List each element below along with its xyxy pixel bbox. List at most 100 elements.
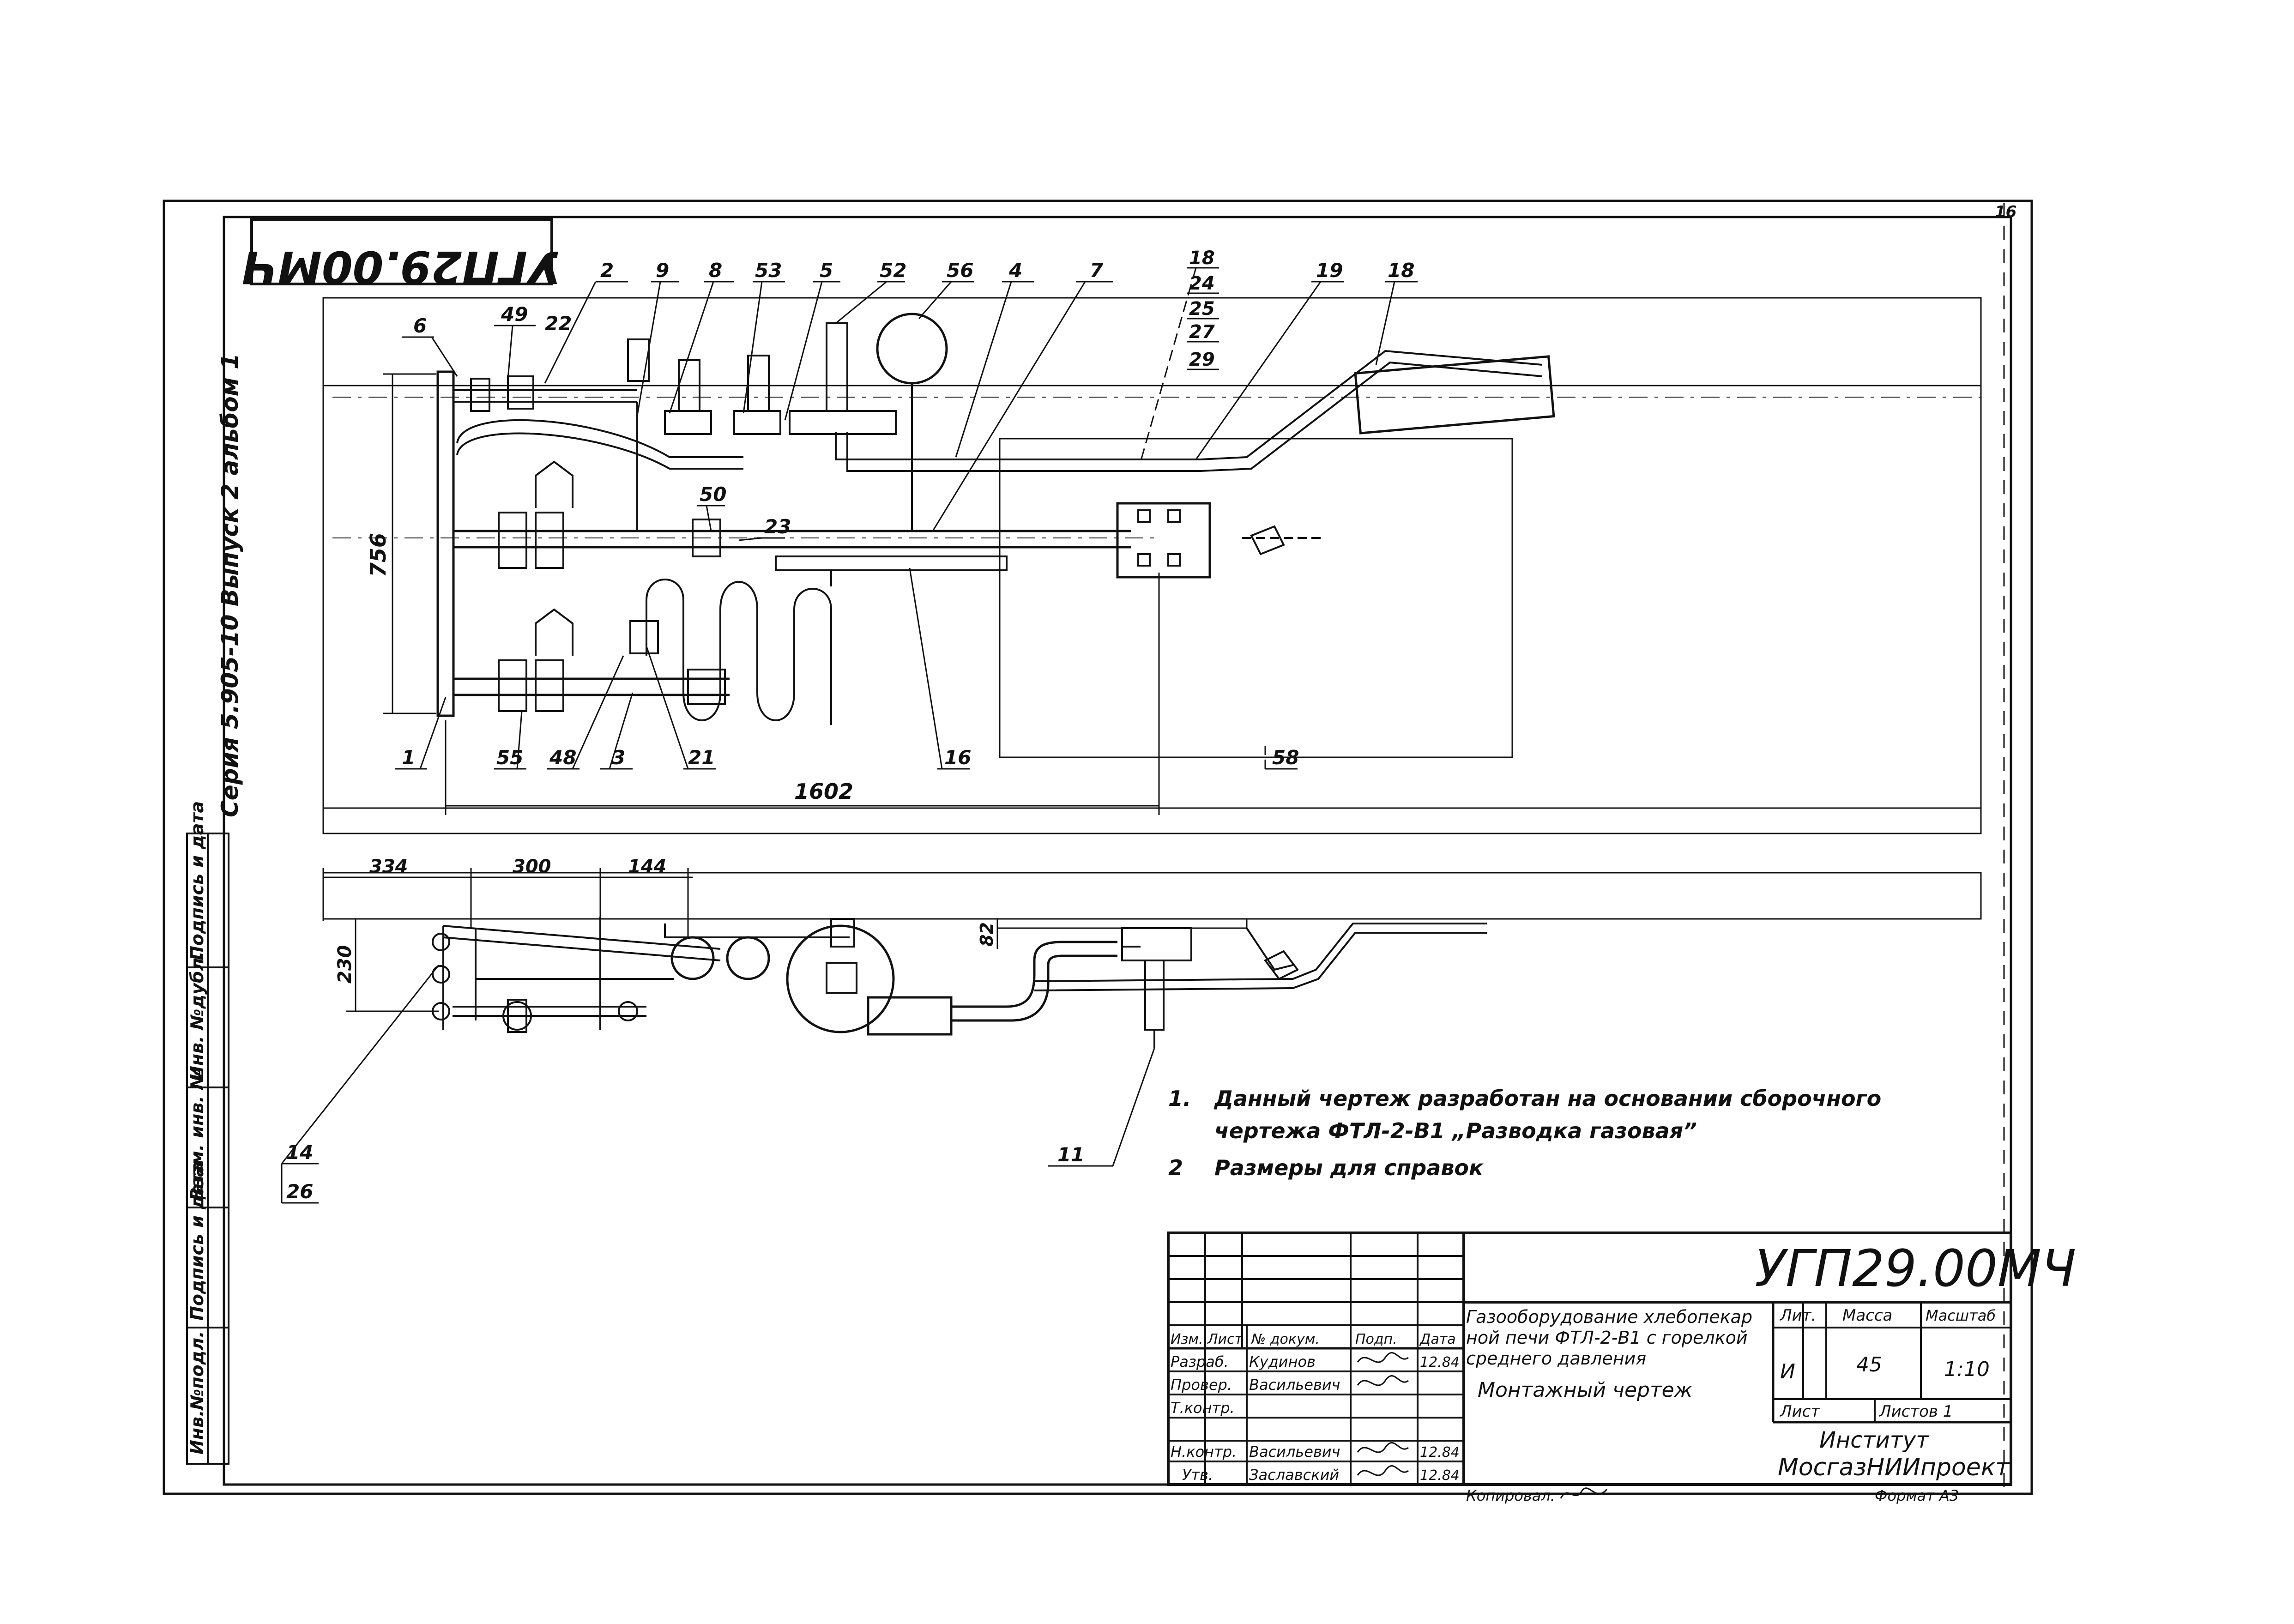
copied-signature [1560,1487,1608,1499]
utv-name: Заславский [1249,1466,1339,1484]
note-1-line-1: Данный чертеж разработан на основании сб… [1213,1086,1881,1111]
callout-23: 23 [764,515,791,538]
razrab-role: Разраб. [1171,1353,1229,1370]
side-view [322,872,1982,1048]
plan-dimensions [383,373,1160,815]
callout-9: 9 [656,259,669,282]
prover-role: Провер. [1171,1376,1232,1394]
col-podp: Подп. [1355,1331,1397,1347]
callout-4: 4 [1008,259,1022,282]
side-stamp-4: Инв. №дубл. [187,951,207,1081]
prover-name: Васильевич [1249,1376,1340,1394]
razrab-name: Кудинов [1249,1353,1316,1370]
callout-5: 5 [820,259,833,282]
format-label: Формат А3 [1875,1487,1959,1504]
callout-50: 50 [700,483,726,506]
lit-label: Лит. [1779,1306,1816,1325]
utv-date: 12.84 [1420,1467,1460,1484]
sheet-frame [163,199,2033,1495]
callout-56: 56 [947,259,973,282]
callout-26: 26 [286,1180,313,1203]
code-stamp: УГП29.00МЧ [242,218,561,293]
callout-52: 52 [880,259,906,282]
side-stamp-5: Подпись и дата [187,801,207,960]
nkontr-signature [1357,1442,1409,1453]
side-stamp [186,833,229,1465]
callout-14: 14 [286,1141,313,1164]
masshtab-value: 1:10 [1944,1358,1990,1381]
callout-58: 58 [1272,746,1299,769]
col-data: Дата [1419,1331,1456,1347]
callout-11: 11 [1057,1143,1084,1166]
prover-signature [1357,1375,1409,1386]
side-stamp-1: Инв.№подл. [187,1331,207,1455]
notes: 1. Данный чертеж разработан на основании… [1168,1086,1881,1180]
callout-55: 55 [496,746,523,769]
tkontr-role: Т.контр. [1171,1399,1235,1417]
callout-19: 19 [1316,259,1343,282]
plan-leaders [395,267,1418,770]
callout-8: 8 [709,259,722,282]
masshtab-label: Масштаб [1926,1307,1996,1324]
side-dimensions [322,868,998,1012]
list-label: Лист [1779,1402,1820,1421]
callout-3: 3 [612,746,625,769]
title-block [1167,1232,2012,1486]
nkontr-role: Н.контр. [1171,1443,1237,1461]
nkontr-name: Васильевич [1249,1443,1340,1461]
col-izm: Изм. [1171,1331,1203,1347]
dim-1602: 1602 [794,779,853,804]
callout-29: 29 [1189,349,1215,370]
callout-53: 53 [755,259,782,282]
callout-27: 27 [1189,321,1215,343]
massa-value: 45 [1856,1353,1882,1376]
callout-49: 49 [501,303,528,326]
side-leaders [281,965,1155,1204]
org-line-1: Институт [1819,1427,1930,1453]
title-code: УГП29.00МЧ [1755,1239,2076,1298]
callout-48: 48 [549,746,576,769]
callout-7: 7 [1090,259,1104,282]
note-2-line-1: Размеры для справок [1214,1155,1484,1180]
org-line-2: МосгазНИИпроект [1778,1454,2010,1481]
callout-22: 22 [545,312,572,335]
note-2-number: 2 [1168,1155,1183,1180]
note-1-line-2: чертежа ФТЛ-2-В1 „Разводка газовая” [1214,1118,1697,1143]
utv-signature [1357,1465,1409,1476]
dim-82: 82 [977,922,997,947]
note-1-number: 1. [1168,1086,1191,1111]
callout-6: 6 [413,314,427,337]
massa-label: Масса [1842,1306,1892,1325]
copied-label: Копировал: [1466,1487,1556,1504]
code-stamp-text: УГП29.00МЧ [242,241,561,293]
col-list: Лист [1207,1331,1244,1347]
nkontr-date: 12.84 [1420,1444,1460,1461]
dim-144: 144 [628,856,667,877]
title-name-line-2: ной печи ФТЛ-2-В1 с горелкой [1466,1328,1748,1348]
dim-756: 756 [366,533,391,577]
plan-view [322,297,1982,834]
title-name-line-4: Монтажный чертеж [1478,1378,1693,1402]
dim-334: 334 [369,856,408,877]
side-stamp-2: Подпись и дата [187,1161,207,1321]
title-name-line-1: Газооборудование хлебопекар [1466,1307,1752,1327]
col-ndok: № докум. [1250,1331,1320,1347]
side-stamp-3: Взам. инв. № [187,1069,207,1201]
callout-25: 25 [1189,298,1215,320]
callout-1: 1 [402,746,415,769]
sheet-number: 16 [1995,203,2016,221]
callout-21: 21 [688,746,715,769]
title-name-line-3: среднего давления [1466,1348,1646,1369]
razrab-date: 12.84 [1420,1354,1460,1370]
lit-value: И [1780,1360,1795,1383]
dim-230: 230 [334,945,356,984]
callout-2: 2 [600,259,614,282]
callout-16: 16 [944,746,971,769]
callout-24: 24 [1189,273,1215,294]
series-text: Серия 5.905-10 Выпуск 2 альбом 1 [217,353,243,817]
razrab-signature [1357,1352,1409,1363]
listov-label: Листов 1 [1878,1402,1953,1421]
utv-role: Утв. [1182,1466,1213,1484]
dim-300: 300 [513,856,551,877]
